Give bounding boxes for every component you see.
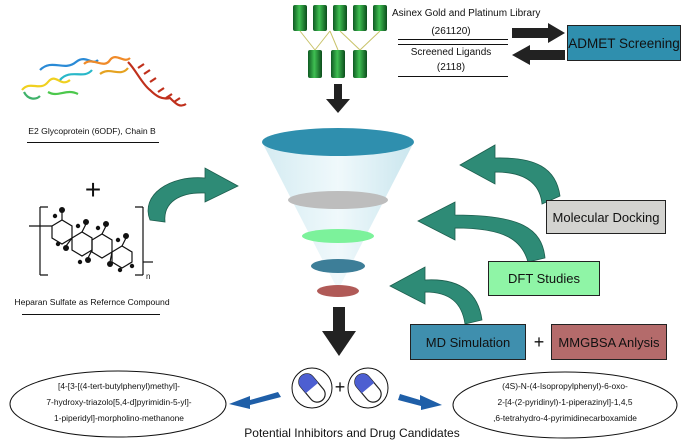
molecular-docking-box: Molecular Docking — [546, 200, 666, 234]
right-candidate-ellipse — [452, 371, 678, 439]
right-candidate-line-1: (4S)-N-(4-Isopropylphenyl)-6-oxo- — [502, 381, 628, 391]
library-name: Asinex Gold and Platinum Library — [392, 8, 541, 19]
screened-name: Screened Ligands — [410, 47, 492, 58]
molecular-docking-label: Molecular Docking — [552, 209, 660, 225]
admet-screening-box: ADMET Screening — [567, 25, 681, 61]
md-simulation-label: MD Simulation — [425, 334, 511, 350]
funnel-layer-4 — [311, 259, 365, 273]
down-arrow-to-funnel — [326, 84, 350, 113]
funnel-layer-1 — [262, 128, 414, 156]
dft-studies-label: DFT Studies — [507, 271, 580, 286]
dft-studies-box: DFT Studies — [488, 261, 600, 296]
polymer-subscript: n — [146, 272, 151, 281]
funnel-layer-3 — [302, 229, 374, 243]
capsule-left — [291, 367, 333, 409]
protein-structure-image — [21, 56, 187, 107]
heparan-sulfate-groups — [52, 207, 135, 273]
left-candidate-ellipse — [9, 370, 227, 438]
bottom-title: Potential Inhibitors and Drug Candidates — [244, 426, 460, 440]
library-cylinders — [293, 5, 387, 31]
library-rule-bottom — [398, 44, 508, 46]
md-plus-sign: + — [533, 332, 545, 352]
target-label: E2 Glycoprotein (6ODF), Chain B — [28, 126, 156, 136]
mmgbsa-box: MMGBSA Anlysis — [551, 324, 667, 360]
md-simulation-box: MD Simulation — [410, 324, 526, 360]
left-candidate-line-1: [4-[3-[(4-tert-butylphenyl)methyl]- — [58, 381, 180, 391]
screened-rule — [398, 76, 508, 78]
screening-funnel — [262, 128, 414, 297]
library-count: (261120) — [431, 26, 471, 37]
funnel-layer-5 — [317, 285, 359, 297]
library-rule-top — [398, 39, 508, 41]
left-candidate-line-2: 7-hydroxy-triazolo[5,4-d]pyrimidin-5-yl]… — [46, 397, 192, 407]
capsule-plus-sign: + — [334, 377, 346, 397]
screened-count: (2118) — [436, 62, 466, 73]
cylinder-connectors — [299, 30, 381, 51]
target-rule — [27, 142, 159, 144]
screened-cylinders — [308, 50, 367, 78]
funnel-layer-2 — [288, 191, 388, 209]
curved-arrow-reference — [147, 167, 239, 223]
right-candidate-line-2: 2-[4-(2-pyridinyl)-1-piperazinyl]-1,4,5 — [497, 397, 633, 407]
target-plus-sign: + — [84, 174, 102, 205]
left-candidate-line-3: 1-piperidyl]-morpholino-methanone — [54, 413, 184, 423]
heparan-sulfate-structure — [29, 206, 153, 276]
capsule-right — [347, 367, 389, 409]
curved-arrow-dft — [417, 201, 546, 263]
admet-screening-label: ADMET Screening — [568, 35, 680, 51]
curved-arrow-md — [389, 266, 483, 325]
arrow-to-left-candidate — [229, 392, 281, 409]
arrow-to-right-candidate — [398, 394, 442, 410]
reference-rule — [22, 314, 160, 316]
right-candidate-line-3: ,6-tetrahydro-4-pyrimidinecarboxamide — [493, 413, 637, 423]
down-arrow-to-candidates — [322, 307, 356, 356]
reference-label: Heparan Sulfate as Refernce Compound — [14, 297, 170, 307]
admet-exchange-arrows — [512, 23, 565, 65]
mmgbsa-label: MMGBSA Anlysis — [558, 334, 660, 350]
curved-arrow-docking — [459, 144, 561, 205]
